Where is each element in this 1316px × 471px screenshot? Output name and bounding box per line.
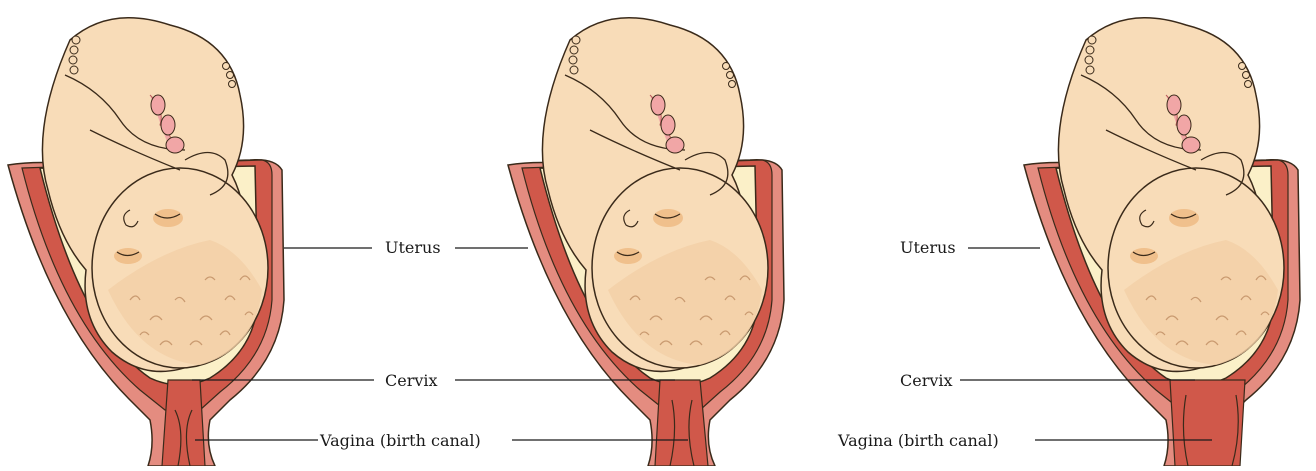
uterus-label-left: Uterus: [385, 238, 441, 257]
uterus-label-right: Uterus: [900, 238, 956, 257]
cervix-dilated-shape: [1170, 380, 1245, 466]
cervix-label-left: Cervix: [385, 371, 438, 390]
vagina-label-left: Vagina (birth canal): [319, 431, 481, 450]
stage-1-figure: [8, 18, 284, 466]
stage-2-figure: [508, 18, 784, 466]
vagina-label-right: Vagina (birth canal): [837, 431, 999, 450]
cervix-closed-shape: [162, 380, 205, 466]
cervix-label-right: Cervix: [900, 371, 953, 390]
stage-3-figure: [1024, 18, 1300, 466]
cervix-thinning-shape: [655, 380, 708, 466]
